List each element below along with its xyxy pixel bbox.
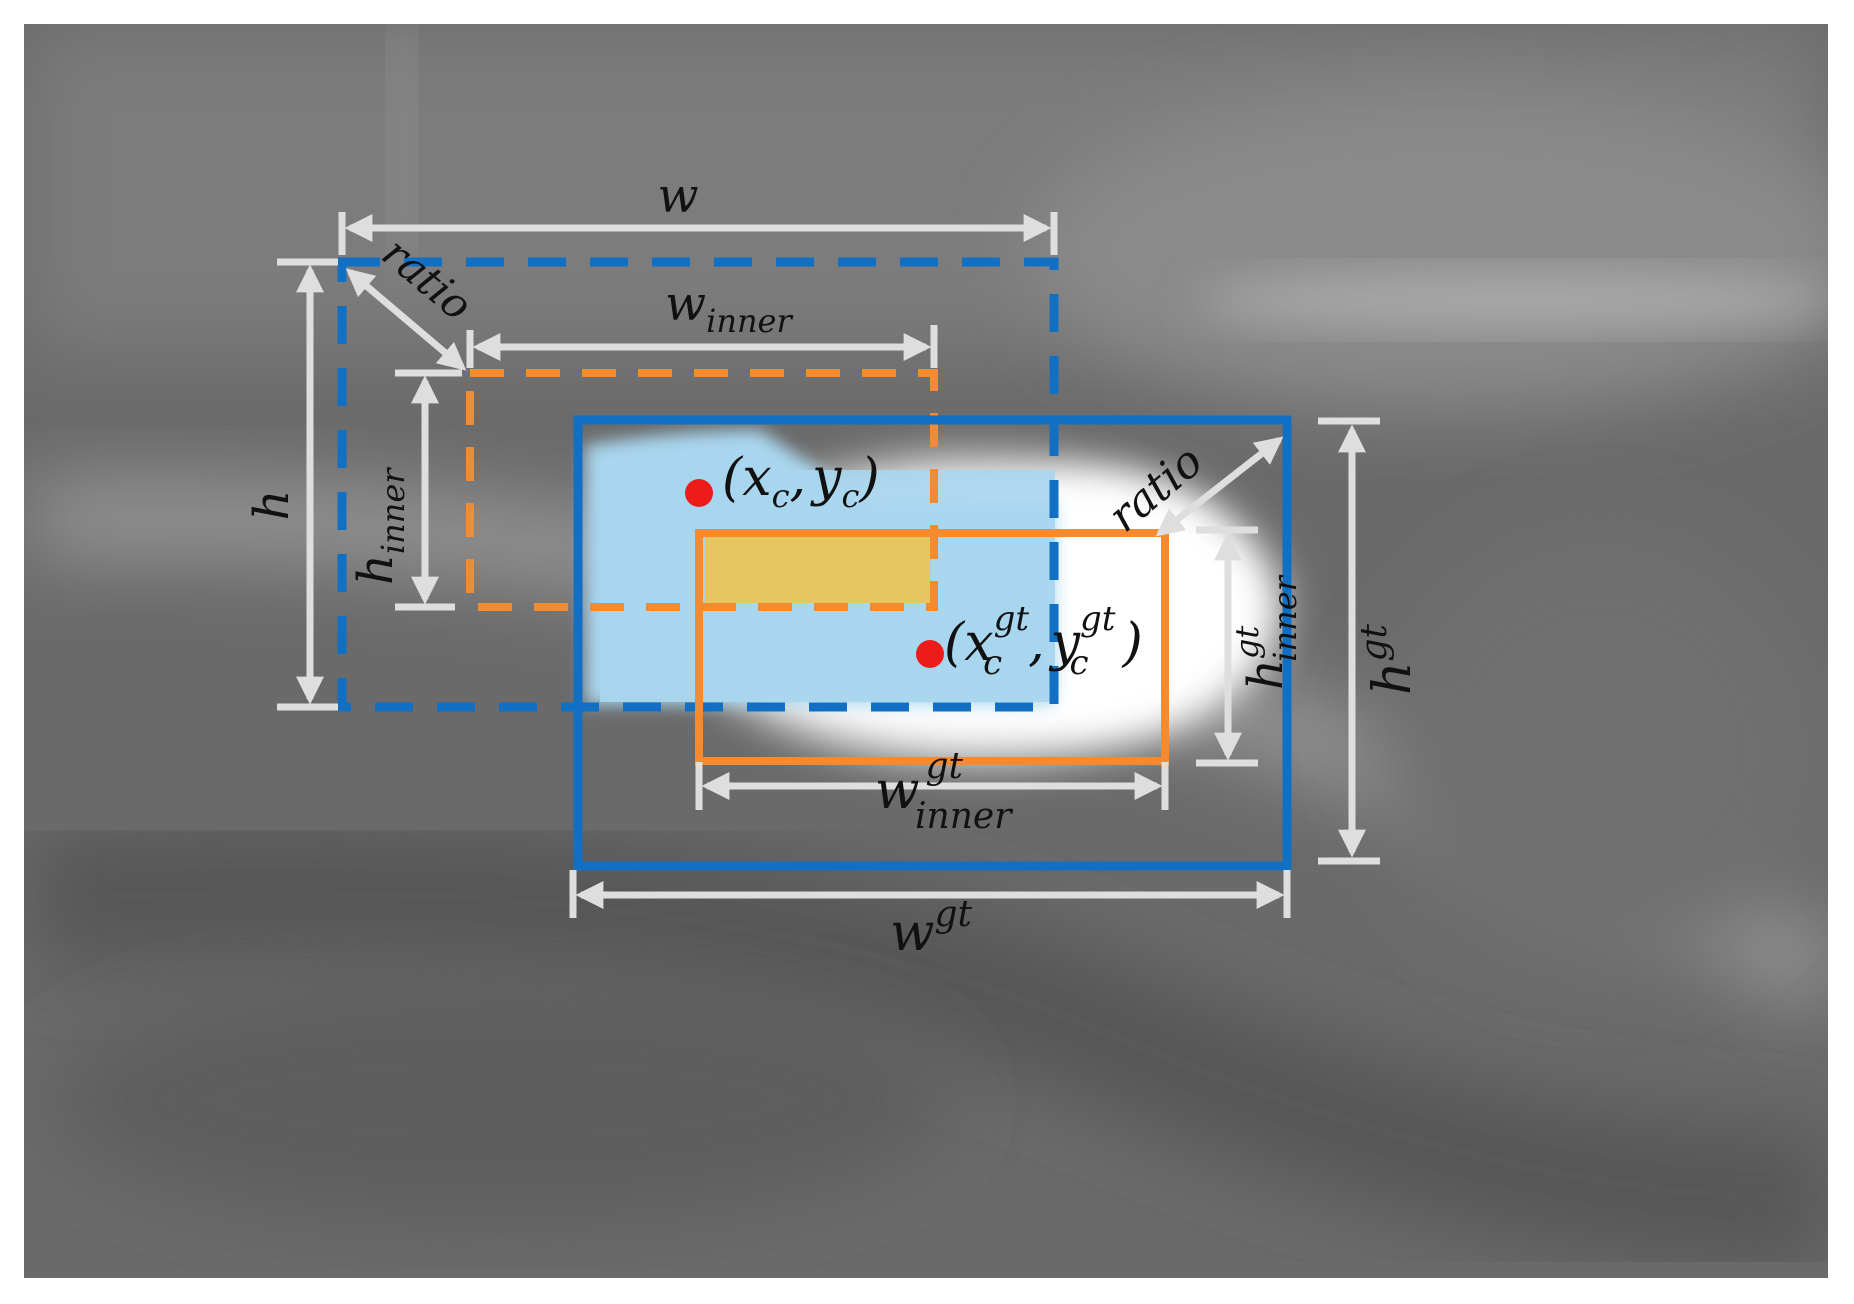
label-h: h xyxy=(244,490,300,521)
label-w-inner-sub: inner xyxy=(706,302,793,340)
label-center-gt-x: x xyxy=(964,613,993,673)
label-center-close: ) xyxy=(858,448,879,508)
label-h-inner-gt-sub: inner xyxy=(1266,574,1304,661)
label-w-inner: winner xyxy=(665,276,793,340)
label-center-x-sub: c xyxy=(772,477,790,515)
label-w-inner-gt-base: w xyxy=(875,761,920,821)
label-center-y: y xyxy=(810,448,842,508)
ground-truth-box xyxy=(573,415,1292,871)
label-w-gt-sup: gt xyxy=(935,894,973,935)
ground-truth-center-point xyxy=(916,640,944,668)
label-h-gt: hgt xyxy=(1354,623,1423,695)
label-center-gt-x-sup: gt xyxy=(994,599,1030,639)
label-center-gt-y: y xyxy=(1049,613,1081,673)
label-w-gt: wgt xyxy=(890,894,973,963)
label-center-gt-open: ( xyxy=(944,613,966,673)
anchor-center-point xyxy=(685,479,713,507)
label-w-gt-base: w xyxy=(890,903,935,963)
label-center-gt-comma: , xyxy=(1028,613,1045,673)
ratio-top-arrow xyxy=(345,268,467,371)
label-w: w xyxy=(657,168,698,224)
label-h-gt-sup: gt xyxy=(1354,623,1395,661)
label-w-inner-base: w xyxy=(665,276,706,332)
label-h-inner-base: h xyxy=(348,554,404,585)
label-center-gt-x-sub: c xyxy=(983,643,1002,683)
label-h-inner-gt: hgtinner xyxy=(1228,574,1304,690)
label-center-gt-y-sup: gt xyxy=(1080,599,1116,639)
label-w-inner-gt-sup: gt xyxy=(926,746,964,787)
dimension-lines xyxy=(277,212,1380,918)
label-center-x: x xyxy=(742,448,771,508)
intersection-fill xyxy=(705,535,930,603)
label-center: (xc,yc) xyxy=(722,448,880,515)
label-center-gt-close: ) xyxy=(1122,613,1143,673)
label-center-comma: , xyxy=(790,448,807,508)
label-h-inner-gt-sup: gt xyxy=(1228,626,1266,659)
label-h-gt-base: h xyxy=(1363,662,1423,696)
label-center-open: ( xyxy=(722,448,744,508)
label-h-inner: hinner xyxy=(348,467,412,585)
label-w-inner-gt-sub: inner xyxy=(915,796,1013,837)
ratio-right-arrow xyxy=(1155,436,1284,537)
label-center-gt-y-sub: c xyxy=(1069,643,1088,683)
label-h-inner-sub: inner xyxy=(374,467,412,554)
label-center-y-sub: c xyxy=(841,477,859,515)
inner-ground-truth-box xyxy=(695,529,1169,765)
label-h-inner-gt-base: h xyxy=(1238,659,1294,690)
